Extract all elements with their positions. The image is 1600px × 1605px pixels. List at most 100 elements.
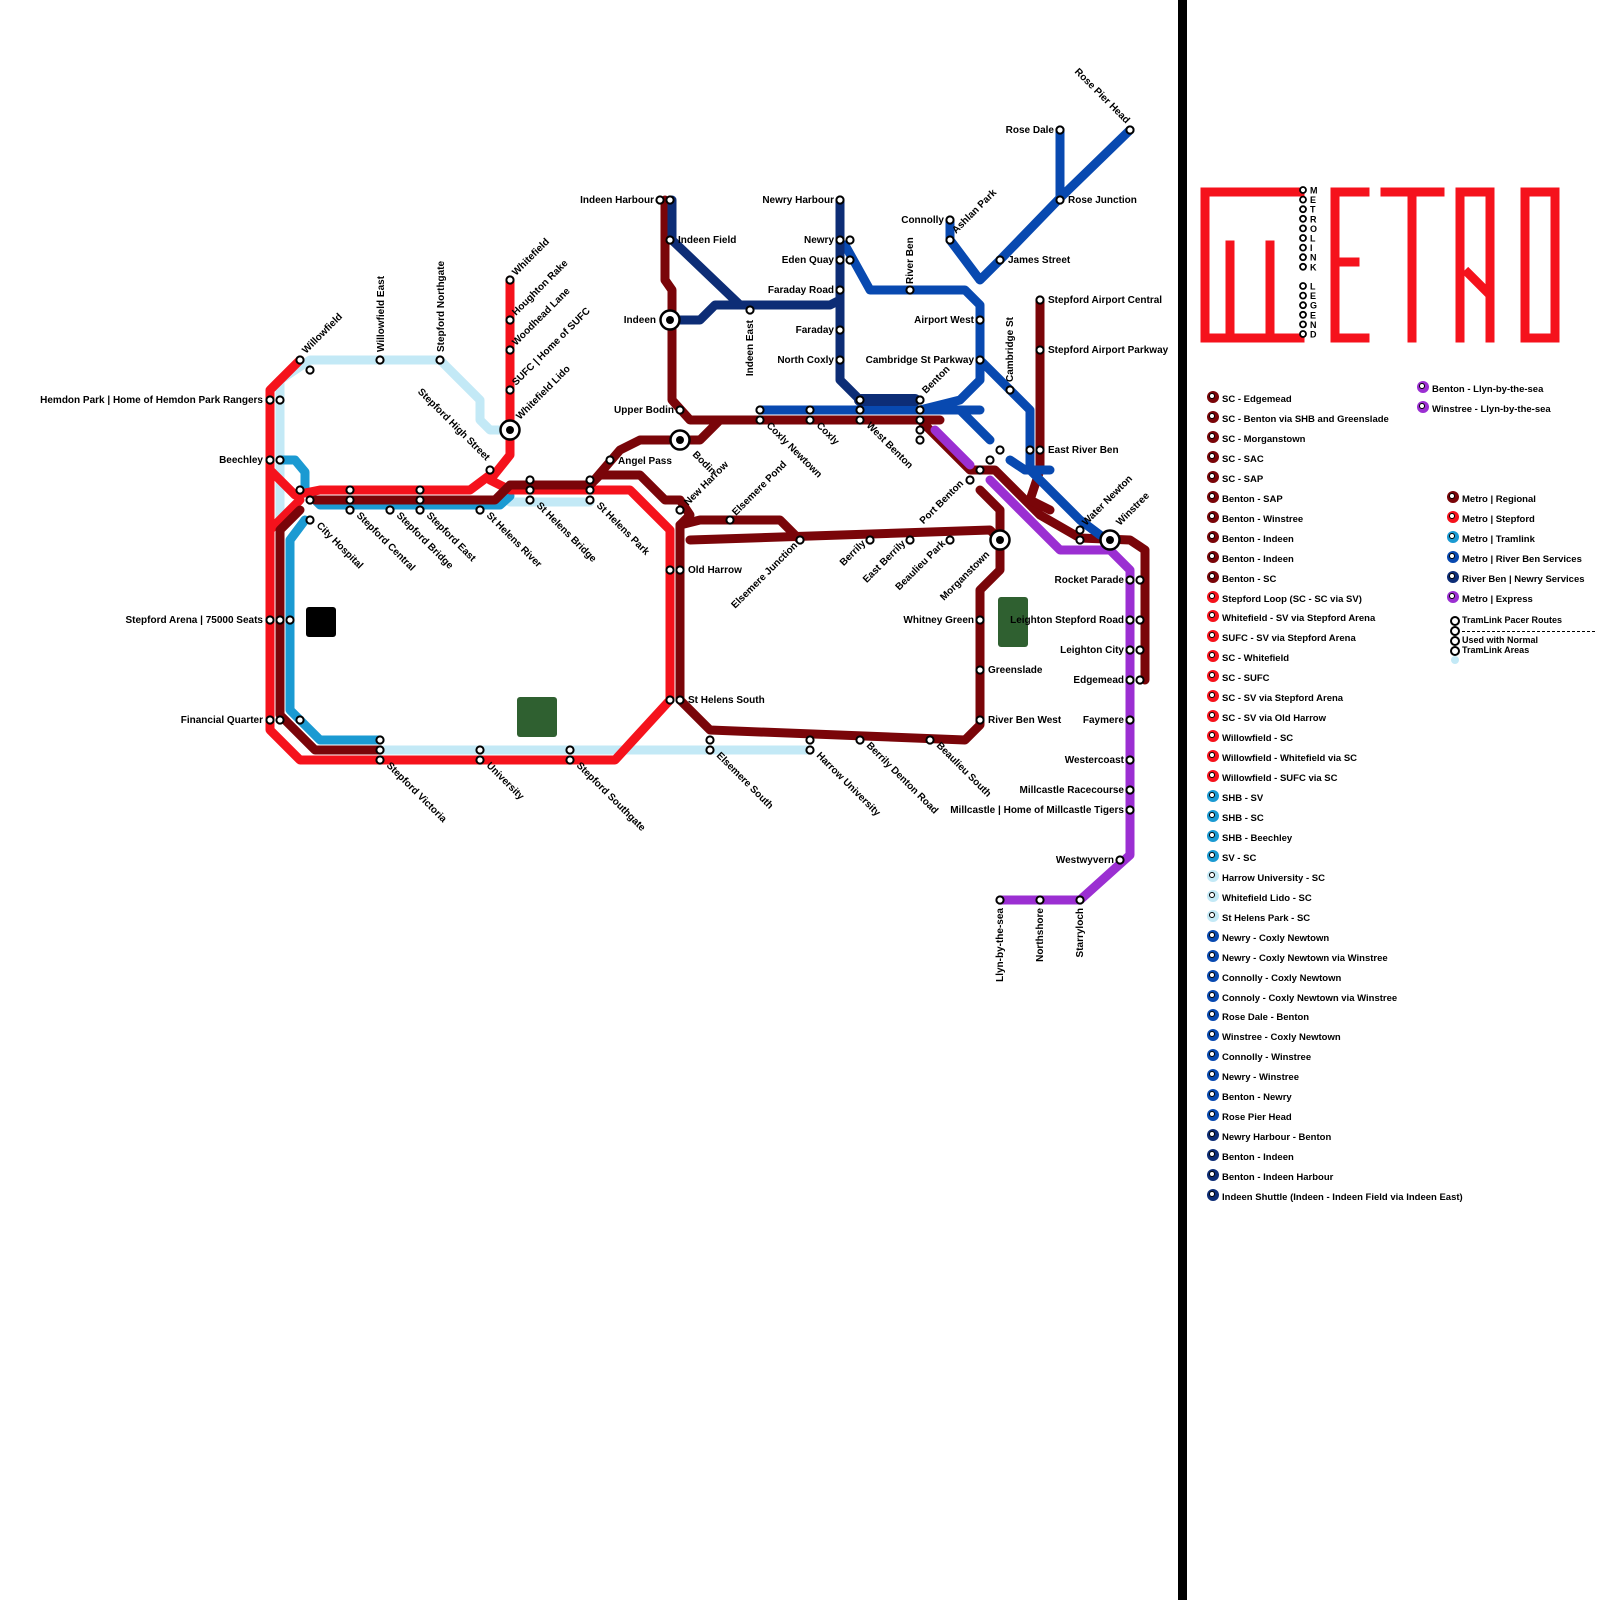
- station-marker[interactable]: [1125, 615, 1135, 625]
- station-marker[interactable]: [345, 495, 355, 505]
- station-marker[interactable]: [945, 215, 955, 225]
- station-marker[interactable]: [345, 485, 355, 495]
- station-marker[interactable]: [1075, 895, 1085, 905]
- station-marker[interactable]: [525, 495, 535, 505]
- station-marker[interactable]: [805, 745, 815, 755]
- station-marker[interactable]: [915, 425, 925, 435]
- station-marker[interactable]: [295, 715, 305, 725]
- station-marker[interactable]: [675, 405, 685, 415]
- station-marker[interactable]: [475, 755, 485, 765]
- station-marker[interactable]: [265, 455, 275, 465]
- station-marker[interactable]: [745, 305, 755, 315]
- station-marker[interactable]: [1135, 645, 1145, 655]
- station-marker[interactable]: [725, 515, 735, 525]
- station-marker[interactable]: [835, 255, 845, 265]
- station-marker[interactable]: [1125, 675, 1135, 685]
- station-marker[interactable]: [705, 735, 715, 745]
- station-marker[interactable]: [1115, 855, 1125, 865]
- station-marker[interactable]: [1035, 295, 1045, 305]
- station-marker[interactable]: [585, 495, 595, 505]
- station-marker[interactable]: [835, 235, 845, 245]
- station-marker[interactable]: [655, 195, 665, 205]
- station-marker[interactable]: [435, 355, 445, 365]
- station-marker[interactable]: [375, 735, 385, 745]
- station-marker[interactable]: [565, 745, 575, 755]
- station-marker[interactable]: [1075, 535, 1085, 545]
- station-marker[interactable]: [1075, 525, 1085, 535]
- station-marker[interactable]: [975, 315, 985, 325]
- station-marker[interactable]: [1125, 575, 1135, 585]
- station-marker[interactable]: [265, 715, 275, 725]
- station-marker[interactable]: [675, 505, 685, 515]
- station-marker[interactable]: [1125, 125, 1135, 135]
- station-marker[interactable]: [585, 475, 595, 485]
- station-marker[interactable]: [995, 445, 1005, 455]
- station-marker[interactable]: [835, 195, 845, 205]
- station-marker[interactable]: [1125, 805, 1135, 815]
- station-marker[interactable]: [525, 475, 535, 485]
- station-marker[interactable]: [805, 735, 815, 745]
- station-marker[interactable]: [415, 495, 425, 505]
- station-marker[interactable]: [1025, 445, 1035, 455]
- station-marker[interactable]: [915, 415, 925, 425]
- station-marker[interactable]: [265, 395, 275, 405]
- station-marker[interactable]: [855, 395, 865, 405]
- station-marker[interactable]: [975, 715, 985, 725]
- station-marker[interactable]: [1135, 615, 1145, 625]
- station-marker[interactable]: [305, 365, 315, 375]
- station-marker[interactable]: [675, 565, 685, 575]
- station-marker[interactable]: [385, 505, 395, 515]
- station-marker[interactable]: [1125, 645, 1135, 655]
- station-marker[interactable]: [975, 465, 985, 475]
- station-marker[interactable]: [905, 535, 915, 545]
- station-marker[interactable]: [915, 435, 925, 445]
- station-marker[interactable]: [665, 235, 675, 245]
- station-marker[interactable]: [945, 235, 955, 245]
- station-marker[interactable]: [1135, 675, 1145, 685]
- station-marker[interactable]: [275, 395, 285, 405]
- station-marker[interactable]: [345, 505, 355, 515]
- station-marker[interactable]: [1125, 715, 1135, 725]
- station-marker[interactable]: [925, 735, 935, 745]
- station-marker[interactable]: [1005, 385, 1015, 395]
- station-marker[interactable]: [275, 455, 285, 465]
- station-marker[interactable]: [835, 325, 845, 335]
- station-marker[interactable]: [475, 745, 485, 755]
- station-marker[interactable]: [945, 535, 955, 545]
- station-marker[interactable]: [995, 895, 1005, 905]
- station-marker[interactable]: [275, 615, 285, 625]
- station-marker[interactable]: [665, 195, 675, 205]
- station-marker[interactable]: [915, 405, 925, 415]
- station-marker[interactable]: [835, 355, 845, 365]
- station-marker[interactable]: [705, 745, 715, 755]
- station-marker[interactable]: [755, 405, 765, 415]
- station-marker[interactable]: [475, 505, 485, 515]
- station-marker[interactable]: [975, 355, 985, 365]
- station-marker[interactable]: [295, 355, 305, 365]
- station-marker[interactable]: [305, 515, 315, 525]
- station-marker[interactable]: [755, 415, 765, 425]
- station-marker[interactable]: [975, 615, 985, 625]
- station-marker[interactable]: [905, 285, 915, 295]
- station-marker[interactable]: [845, 255, 855, 265]
- station-marker[interactable]: [855, 735, 865, 745]
- station-marker[interactable]: [1135, 575, 1145, 585]
- station-marker[interactable]: [1035, 895, 1045, 905]
- station-marker[interactable]: [485, 465, 495, 475]
- station-marker[interactable]: [1055, 195, 1065, 205]
- station-marker[interactable]: [1055, 125, 1065, 135]
- station-marker[interactable]: [995, 255, 1005, 265]
- station-marker[interactable]: [975, 665, 985, 675]
- station-marker[interactable]: [585, 485, 595, 495]
- station-marker[interactable]: [985, 455, 995, 465]
- station-marker[interactable]: [505, 275, 515, 285]
- station-marker[interactable]: [675, 695, 685, 705]
- station-marker[interactable]: [915, 395, 925, 405]
- station-marker[interactable]: [275, 715, 285, 725]
- station-marker[interactable]: [805, 405, 815, 415]
- station-marker[interactable]: [505, 385, 515, 395]
- station-marker[interactable]: [295, 485, 305, 495]
- station-marker[interactable]: [965, 475, 975, 485]
- station-marker[interactable]: [525, 485, 535, 495]
- station-marker[interactable]: [265, 615, 275, 625]
